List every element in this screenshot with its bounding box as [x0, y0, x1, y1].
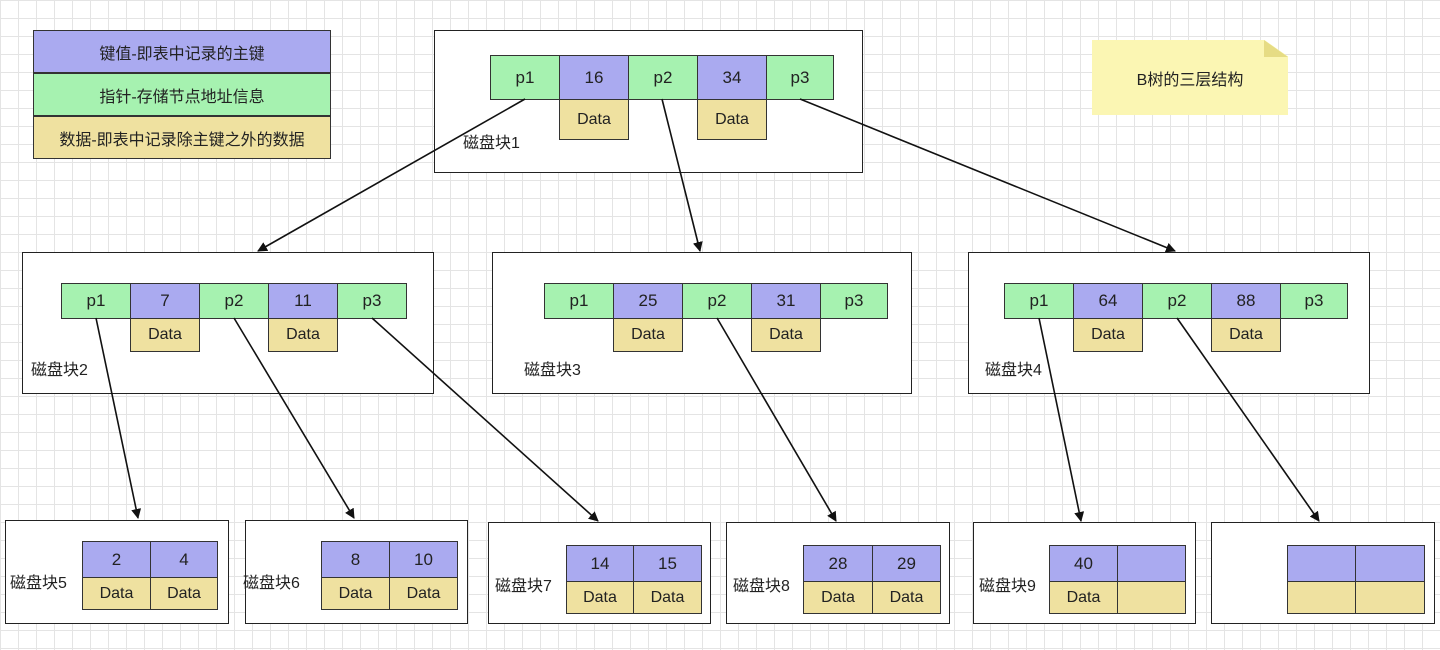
arrow-b4p2-to-b10	[1176, 317, 1320, 522]
disk-block-4	[968, 252, 1370, 394]
block10-key-2	[1355, 545, 1425, 582]
block4-data-2: Data	[1211, 318, 1281, 352]
block2-key-1: 7	[130, 283, 200, 319]
arrow-b1p3-to-b4	[799, 98, 1176, 253]
disk-block-1	[434, 30, 863, 173]
disk-block-2	[22, 252, 434, 394]
block1-data-1: Data	[559, 99, 629, 140]
disk-block-3	[492, 252, 912, 394]
block10-data-2	[1355, 581, 1425, 614]
block1-pointer-2: p2	[628, 55, 698, 100]
arrow-b1p1-to-b2	[257, 98, 526, 252]
block9-label: 磁盘块9	[979, 578, 1036, 595]
block7-key-2: 15	[633, 545, 702, 582]
arrow-b4p1-to-b9	[1038, 317, 1085, 522]
arrow-b2p3-to-b7	[371, 317, 599, 522]
block4-data-1: Data	[1073, 318, 1143, 352]
block1-pointer-3: p3	[766, 55, 834, 100]
block4-label: 磁盘块4	[985, 362, 1042, 379]
block8-label: 磁盘块8	[733, 578, 790, 595]
block2-pointer-1: p1	[61, 283, 131, 319]
block3-data-1: Data	[613, 318, 683, 352]
block8-data-1: Data	[803, 581, 873, 614]
block6-key-2: 10	[389, 541, 458, 578]
block6-data-2: Data	[389, 577, 458, 610]
block9-data-1: Data	[1049, 581, 1118, 614]
block9-data-2	[1117, 581, 1186, 614]
block2-pointer-2: p2	[199, 283, 269, 319]
sticky-note: B树的三层结构	[1092, 40, 1288, 115]
legend-data: 数据-即表中记录除主键之外的数据	[33, 116, 331, 159]
note-text: B树的三层结构	[1136, 71, 1244, 89]
block4-key-2: 88	[1211, 283, 1281, 319]
block5-data-2: Data	[150, 577, 218, 610]
block2-label: 磁盘块2	[31, 362, 88, 379]
block4-pointer-2: p2	[1142, 283, 1212, 319]
block2-data-2: Data	[268, 318, 338, 352]
arrow-b1p2-to-b3	[661, 98, 703, 252]
block3-pointer-2: p2	[682, 283, 752, 319]
block7-data-1: Data	[566, 581, 634, 614]
block8-key-2: 29	[872, 545, 941, 582]
block2-key-2: 11	[268, 283, 338, 319]
block4-key-1: 64	[1073, 283, 1143, 319]
block1-key-1: 16	[559, 55, 629, 100]
block9-key-2	[1117, 545, 1186, 582]
block2-data-1: Data	[130, 318, 200, 352]
block8-key-1: 28	[803, 545, 873, 582]
legend-pointer: 指针-存储节点地址信息	[33, 73, 331, 116]
block10-data-1	[1287, 581, 1356, 614]
block7-label: 磁盘块7	[495, 578, 552, 595]
block3-data-2: Data	[751, 318, 821, 352]
arrow-b2p2-to-b6	[233, 317, 355, 519]
arrow-b2p1-to-b5	[95, 317, 142, 519]
block6-label: 磁盘块6	[243, 575, 300, 592]
block8-data-2: Data	[872, 581, 941, 614]
block3-key-1: 25	[613, 283, 683, 319]
block5-label: 磁盘块5	[10, 575, 67, 592]
block1-data-2: Data	[697, 99, 767, 140]
block5-data-1: Data	[82, 577, 151, 610]
block1-pointer-1: p1	[490, 55, 560, 100]
block7-key-1: 14	[566, 545, 634, 582]
arrow-b3p2-to-b8	[716, 317, 837, 522]
block1-label: 磁盘块1	[463, 135, 520, 152]
legend-key: 键值-即表中记录的主键	[33, 30, 331, 73]
block7-data-2: Data	[633, 581, 702, 614]
block3-key-2: 31	[751, 283, 821, 319]
block4-pointer-3: p3	[1280, 283, 1348, 319]
block3-pointer-3: p3	[820, 283, 888, 319]
block3-label: 磁盘块3	[524, 362, 581, 379]
